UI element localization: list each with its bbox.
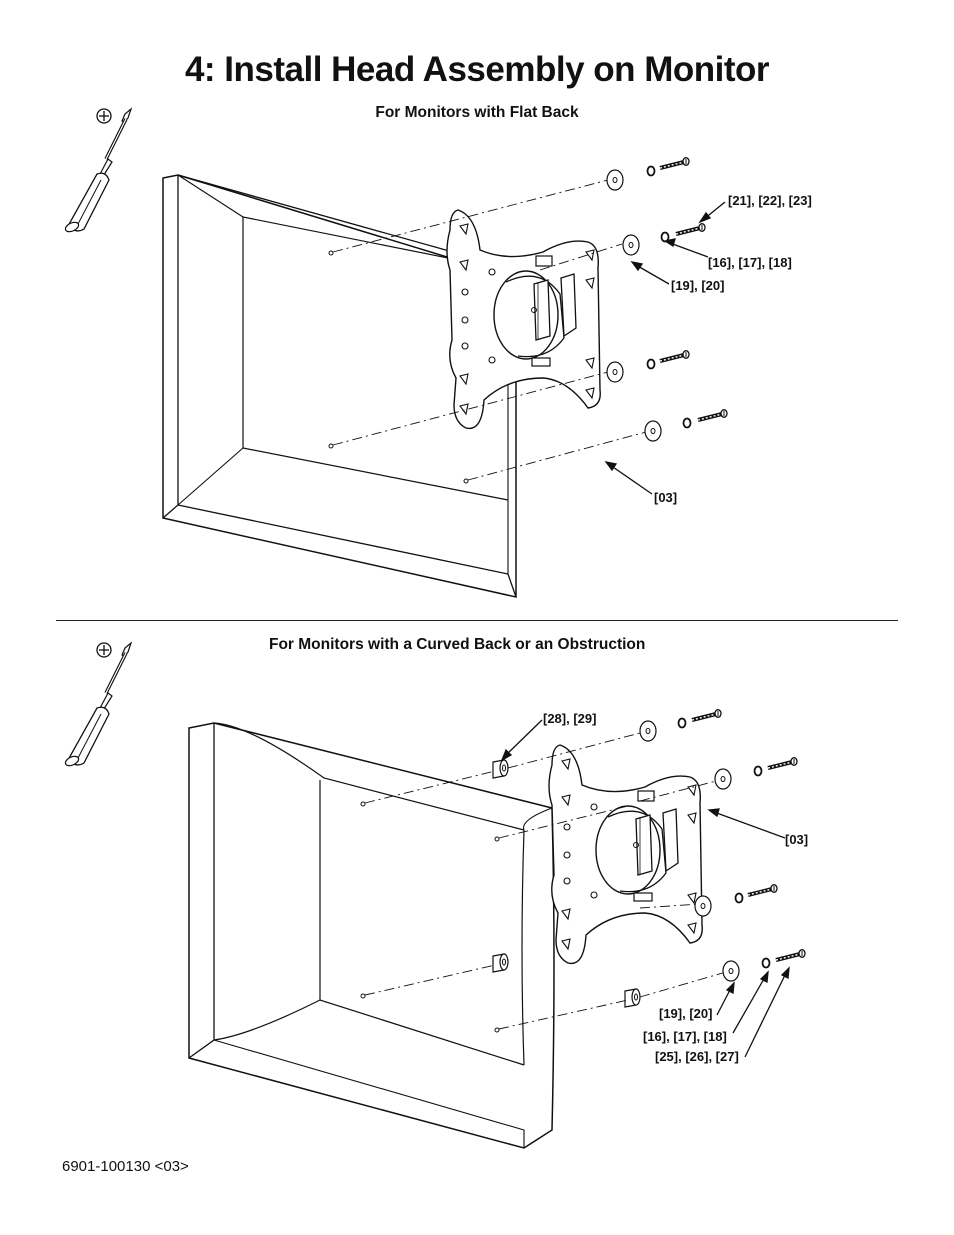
label-washers-bottom: [19], [20] — [659, 1006, 713, 1021]
label-lock-washers-top: [16], [17], [18] — [708, 255, 792, 270]
hardware-lines-top — [332, 179, 647, 481]
label-washers-top: [19], [20] — [671, 278, 725, 293]
section-heading-curved-back: For Monitors with a Curved Back or an Ob… — [269, 636, 646, 653]
section-divider — [56, 620, 898, 621]
label-lock-washers-bottom: [16], [17], [18] — [643, 1029, 727, 1044]
hardware-lines-bottom — [364, 732, 727, 1030]
mounting-plate — [548, 744, 703, 965]
label-plate-bottom: [03] — [785, 832, 809, 847]
page-title: 4: Install Head Assembly on Monitor — [184, 50, 770, 89]
hardware-top — [606, 155, 729, 442]
callout-arrows-bottom — [500, 719, 790, 1058]
phillips-screwdriver-icon — [62, 107, 133, 236]
label-screws-top: [21], [22], [23] — [728, 193, 812, 208]
label-plate-top: [03] — [654, 490, 678, 505]
mounting-plate — [446, 209, 601, 430]
callout-arrows-top — [604, 201, 726, 495]
label-spacers: [28], [29] — [543, 711, 597, 726]
document-number: 6901-100130 <03> — [62, 1158, 189, 1175]
phillips-screwdriver-icon — [62, 641, 133, 770]
curved-back-monitor — [188, 722, 555, 1149]
label-screws-bottom: [25], [26], [27] — [655, 1049, 739, 1064]
section-heading-flat-back: For Monitors with Flat Back — [375, 104, 579, 121]
